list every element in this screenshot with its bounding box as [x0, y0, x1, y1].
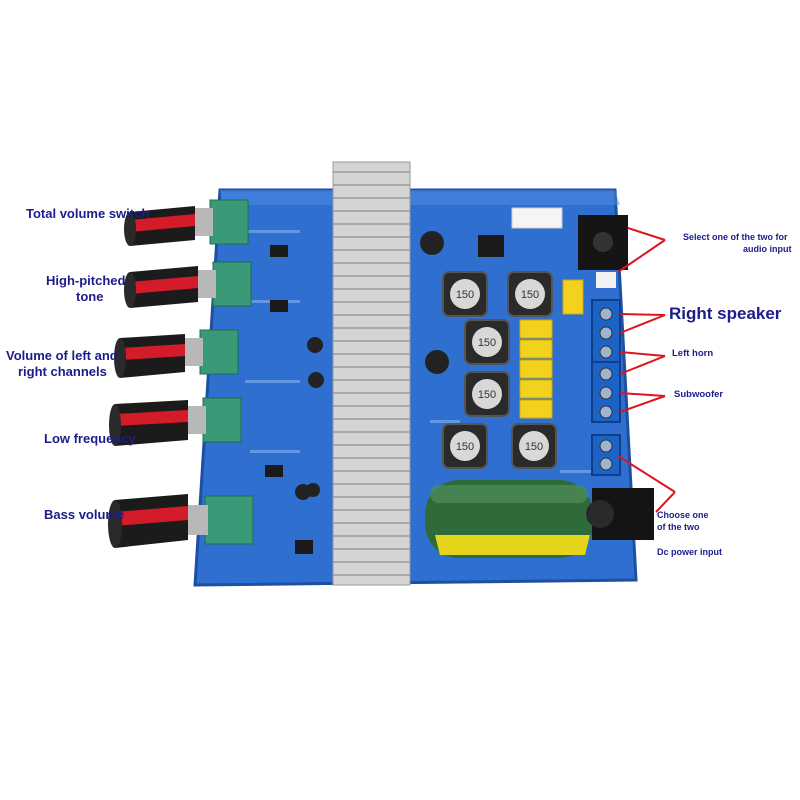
bluetooth-module: [511, 207, 563, 229]
audio-input-jack: [578, 215, 628, 288]
label-left-horn: Left horn: [672, 348, 714, 359]
potentiometer-low-frequency: [109, 397, 242, 446]
inductor-label: 150: [478, 389, 496, 401]
terminal-screws: [599, 307, 613, 471]
inductor-label: 150: [456, 441, 474, 453]
label-high-pitched-line2: tone: [76, 289, 104, 304]
inductor-label: 150: [525, 441, 543, 453]
label-low-frequency: Low frequency: [44, 431, 136, 446]
label-right-speaker: Right speaker: [669, 304, 782, 323]
label-bass-volume: Bass volume: [44, 507, 125, 522]
label-volume-lr-line1: Volume of left and: [6, 348, 118, 363]
label-high-pitched-line1: High-pitched: [46, 273, 126, 288]
main-capacitor: [425, 480, 593, 558]
potentiometer-volume-lr: [114, 329, 239, 378]
label-choose-one-line2: of the two: [657, 522, 700, 532]
inductor-labels: 150 150 150 150 150 150: [456, 289, 543, 453]
small-capacitors: [295, 231, 449, 500]
label-select-input-line1: Select one of the two for: [683, 232, 788, 242]
label-subwoofer: Subwoofer: [674, 389, 724, 400]
ic-chips: [265, 235, 504, 554]
label-dc-power: Dc power input: [657, 547, 722, 557]
potentiometer-high-pitched: [124, 261, 252, 308]
potentiometer-total-volume: [124, 199, 249, 246]
potentiometer-bass-volume: [108, 494, 254, 548]
label-total-volume: Total volume switch: [26, 206, 150, 221]
inductor-label: 150: [521, 289, 539, 301]
inductor-label: 150: [478, 337, 496, 349]
film-capacitors: [519, 279, 584, 419]
annotation-arrows: [617, 227, 676, 513]
dc-power-jack: [586, 488, 654, 540]
inductor-faces: [450, 279, 549, 461]
heatsink: [332, 161, 411, 586]
label-volume-lr-line2: right channels: [18, 364, 107, 379]
label-choose-one-line1: Choose one: [657, 510, 709, 520]
label-select-input-line2: audio input: [743, 244, 792, 254]
inductor-label: 150: [456, 289, 474, 301]
